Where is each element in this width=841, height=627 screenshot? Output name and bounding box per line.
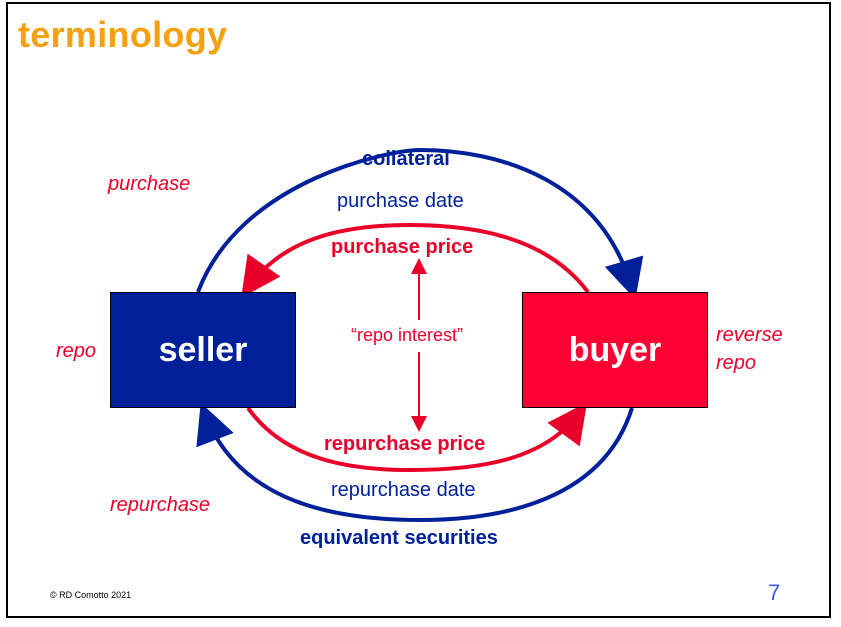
page-number: 7 — [768, 580, 781, 605]
purchase-price-label: purchase price — [331, 236, 474, 258]
collateral-arrow — [196, 147, 644, 300]
slide-frame — [6, 2, 831, 618]
repo-side-label: repo — [56, 340, 97, 362]
reverse-label: reverse — [716, 324, 783, 346]
buyer-box: buyer — [522, 292, 708, 408]
repurchase-date-label: repurchase date — [331, 479, 476, 501]
equivalent-securities-arrow — [196, 402, 634, 523]
collateral-label: collateral — [362, 148, 450, 170]
slide-title: terminology — [18, 14, 228, 55]
repurchase-price-arrow — [246, 402, 588, 473]
equivalent-securities-label: equivalent securities — [300, 527, 498, 549]
buyer-label: buyer — [568, 330, 662, 369]
seller-box: seller — [110, 292, 296, 408]
purchase-side-label: purchase — [108, 173, 191, 195]
reverse-repo-label: repo — [716, 352, 757, 374]
repo-interest-label: “repo interest” — [351, 325, 464, 345]
copyright-notice: © RD Comotto 2021 — [50, 590, 132, 600]
repurchase-side-label: repurchase — [110, 494, 211, 516]
seller-label: seller — [158, 330, 248, 369]
purchase-price-arrow — [241, 222, 590, 298]
repurchase-price-label: repurchase price — [324, 433, 486, 455]
purchase-date-label: purchase date — [337, 190, 464, 212]
